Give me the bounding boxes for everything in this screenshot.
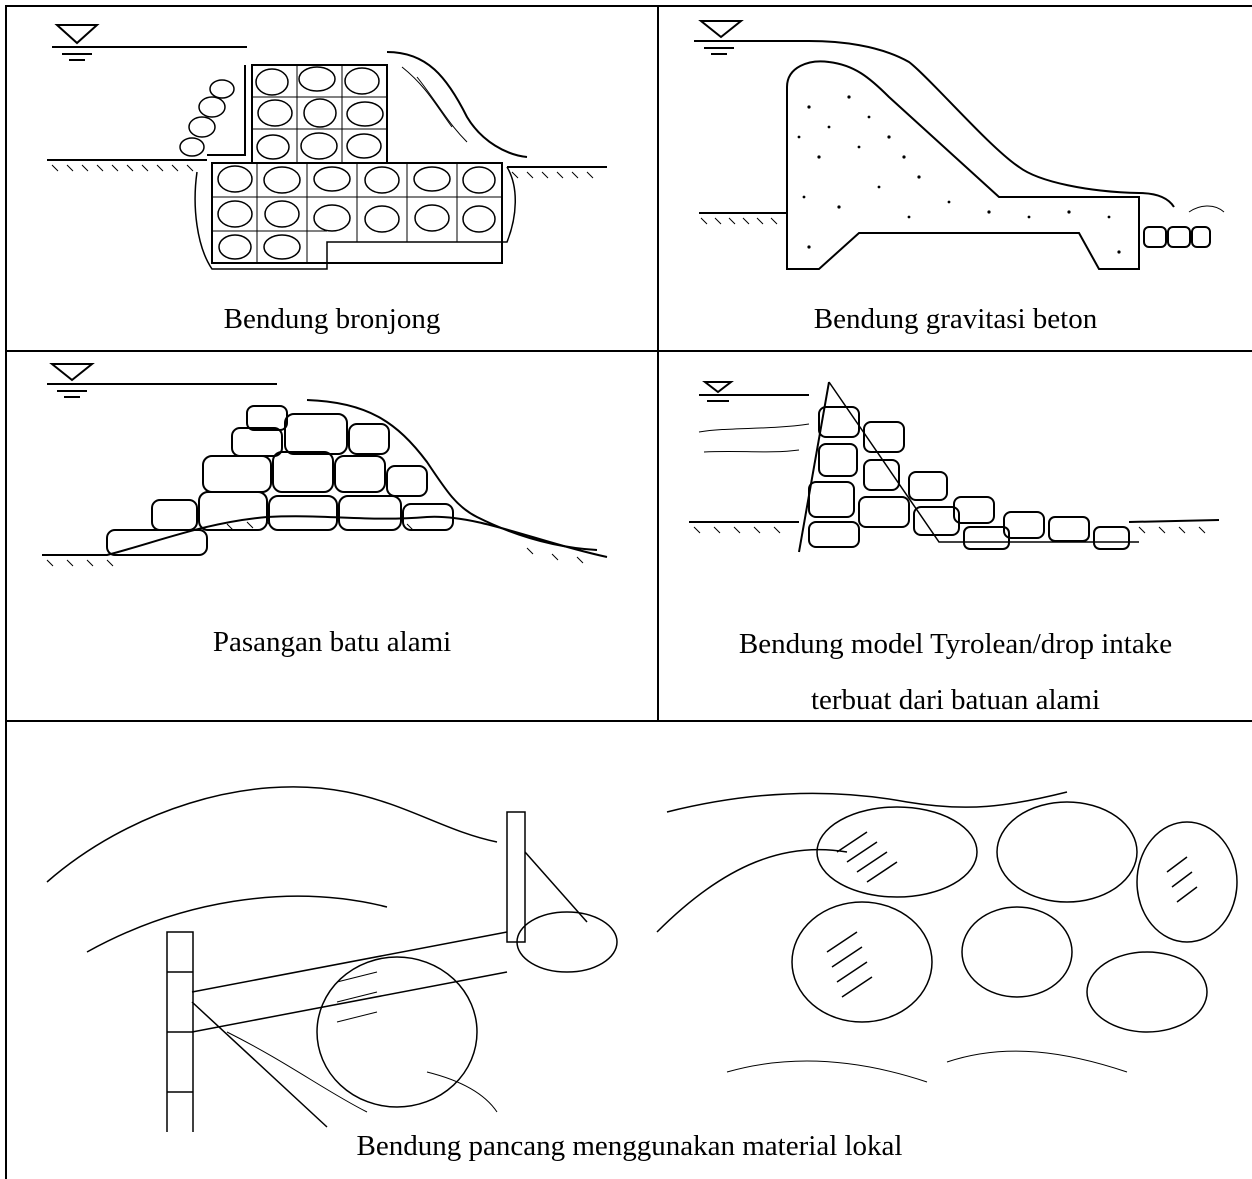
caption-line: Bendung bronjong [224,303,441,335]
cell-local-material-pile-weir: Bendung pancang menggunakan material lok… [7,722,1252,1179]
caption-gabion-weir: Bendung bronjong [7,295,657,343]
tyrolean-drop-intake-illustration [659,352,1252,572]
natural-stone-masonry-illustration [7,352,657,622]
pile-weir-sketch-right [647,732,1247,1132]
gabion-weir-illustration [7,7,657,297]
cell-tyrolean-drop-intake: Bendung model Tyrolean/drop intake terbu… [659,352,1252,720]
caption-local-material-pile-weir: Bendung pancang menggunakan material lok… [7,1122,1252,1170]
caption-tyrolean-drop-intake: Bendung model Tyrolean/drop intake terbu… [659,616,1252,720]
caption-line: Pasangan batu alami [213,626,451,658]
caption-line: Bendung gravitasi beton [814,303,1098,335]
caption-concrete-gravity-weir: Bendung gravitasi beton [659,295,1252,343]
caption-natural-stone-masonry: Pasangan batu alami [7,618,657,666]
cell-gabion-weir: Bendung bronjong [7,7,657,350]
caption-line: Bendung pancang menggunakan material lok… [357,1130,903,1162]
concrete-gravity-weir-illustration [659,7,1252,297]
cell-natural-stone-masonry: Pasangan batu alami [7,352,657,720]
caption-line: Bendung model Tyrolean/drop intake [659,616,1252,672]
pile-weir-sketch-left [27,732,647,1132]
cell-concrete-gravity-weir: Bendung gravitasi beton [659,7,1252,350]
caption-line: terbuat dari batuan alami [659,672,1252,720]
